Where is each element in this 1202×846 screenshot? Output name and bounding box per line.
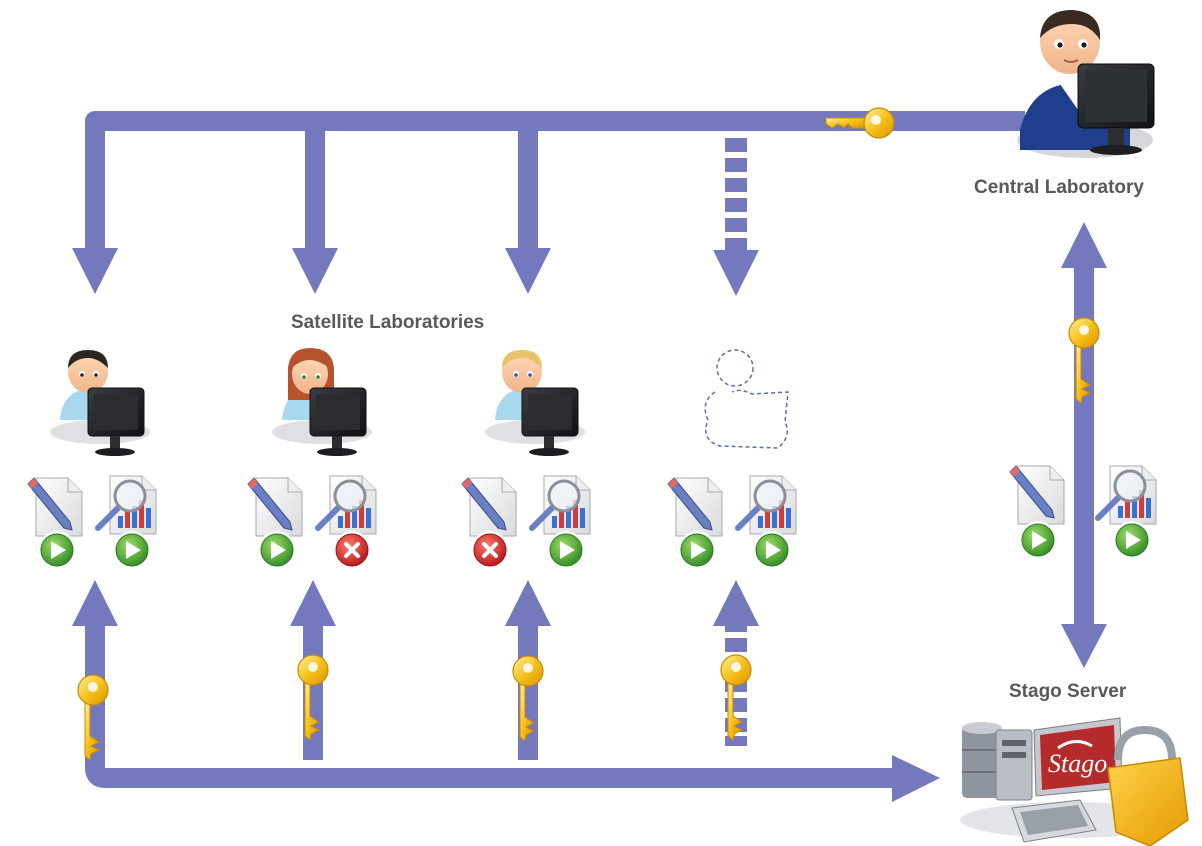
arrow-right-to-server [892,755,940,802]
view-report-icon [98,476,156,534]
view-report-icon [738,476,796,534]
arrow-up-sat1 [72,580,118,626]
edit-document-icon [461,477,517,537]
arrow-down-sat2 [292,248,338,294]
stago-logo-text: Stago [1048,749,1107,778]
status-ok-icon [257,530,297,570]
future-sat-docs [667,476,796,570]
edit-document-icon [247,477,303,537]
future-satellite-placeholder-icon [704,349,789,449]
arrow-down-to-server [1061,624,1107,668]
arrow-down-future [713,250,759,296]
satellite-user-1-icon [50,350,150,457]
status-ok-icon [546,530,586,570]
arrow-heads [72,222,1107,802]
stago-server-label: Stago Server [1009,681,1127,702]
sat3-docs [461,476,590,571]
view-report-icon [318,476,376,534]
arrow-up-sat3 [505,580,551,626]
bottom-collection-line [85,767,900,788]
satellite-user-2-icon [272,348,372,457]
stago-server-icon: Stago [960,717,1189,846]
arrow-up-future [713,580,759,626]
view-report-icon [1098,466,1156,524]
central-lab-user-icon [1017,10,1155,158]
status-error-icon [331,529,373,571]
satellite-user-3-icon [485,350,585,457]
status-ok-icon [677,530,717,570]
status-ok-icon [1112,520,1152,560]
flow-lines [85,111,1094,788]
satellite-laboratories-label: Satellite Laboratories [291,312,485,333]
top-distribution-line [85,111,1025,255]
view-report-icon [532,476,590,534]
arrow-down-sat3 [505,248,551,294]
sat2-docs [247,476,376,571]
edit-document-icon [1009,465,1065,525]
central-laboratory-label: Central Laboratory [974,177,1144,198]
edit-document-icon [27,477,83,537]
arrow-down-sat1 [72,248,118,294]
status-error-icon [469,529,511,571]
edit-document-icon [667,477,723,537]
status-ok-icon [1018,520,1058,560]
arrow-up-sat2 [290,580,336,626]
status-ok-icon [37,530,77,570]
arrow-up-to-central [1061,222,1107,268]
sat1-docs [27,476,156,570]
status-ok-icon [752,530,792,570]
status-ok-icon [112,530,152,570]
key-icon [825,107,895,139]
